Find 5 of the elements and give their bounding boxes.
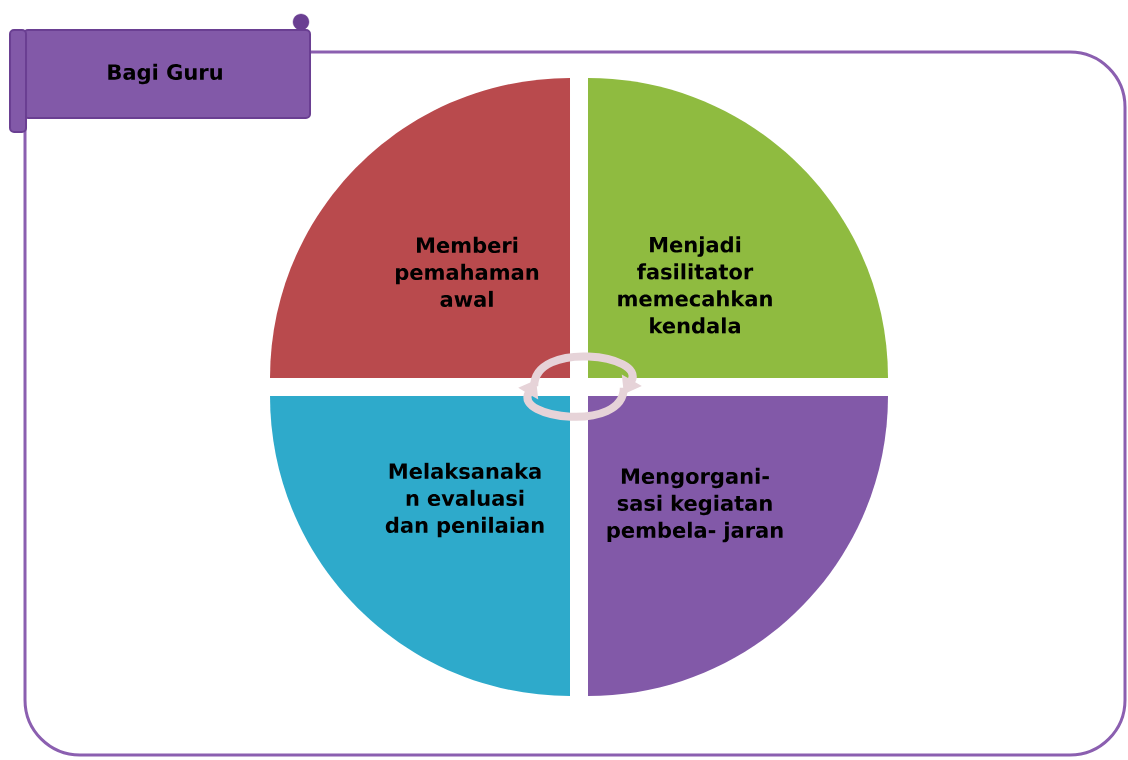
quadrant-wedge: Melaksanaka n evaluasi dan penilaian: [270, 396, 570, 696]
quadrant-wedge: Menjadi fasilitator memecahkan kendala: [588, 78, 888, 378]
quadrant-wedge: Memberi pemahaman awal: [270, 78, 570, 378]
quadrant-wedge: Mengorgani- sasi kegiatan pembela- jaran: [588, 396, 888, 696]
title-banner: Bagi Guru: [9, 13, 311, 133]
